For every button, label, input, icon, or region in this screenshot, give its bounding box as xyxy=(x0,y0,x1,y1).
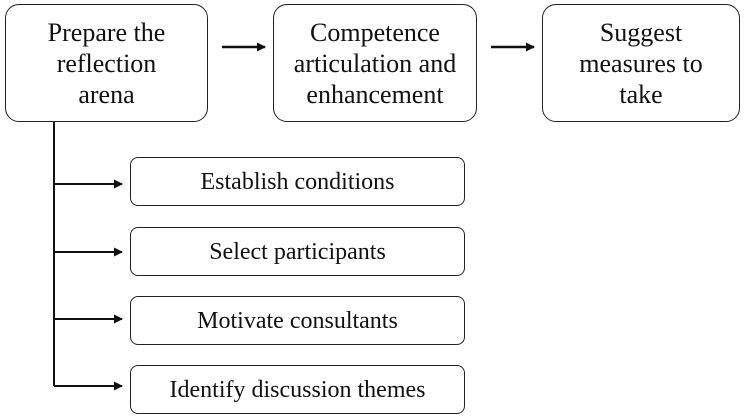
substep-select-participants: Select participants xyxy=(130,227,465,276)
substep-label: Identify discussion themes xyxy=(169,376,426,403)
substep-identify-discussion-themes: Identify discussion themes xyxy=(130,365,465,414)
substep-motivate-consultants: Motivate consultants xyxy=(130,296,465,345)
substep-establish-conditions: Establish conditions xyxy=(130,157,465,206)
substep-label: Establish conditions xyxy=(200,168,395,195)
substep-label: Select participants xyxy=(209,238,386,265)
substep-label: Motivate consultants xyxy=(197,307,398,334)
